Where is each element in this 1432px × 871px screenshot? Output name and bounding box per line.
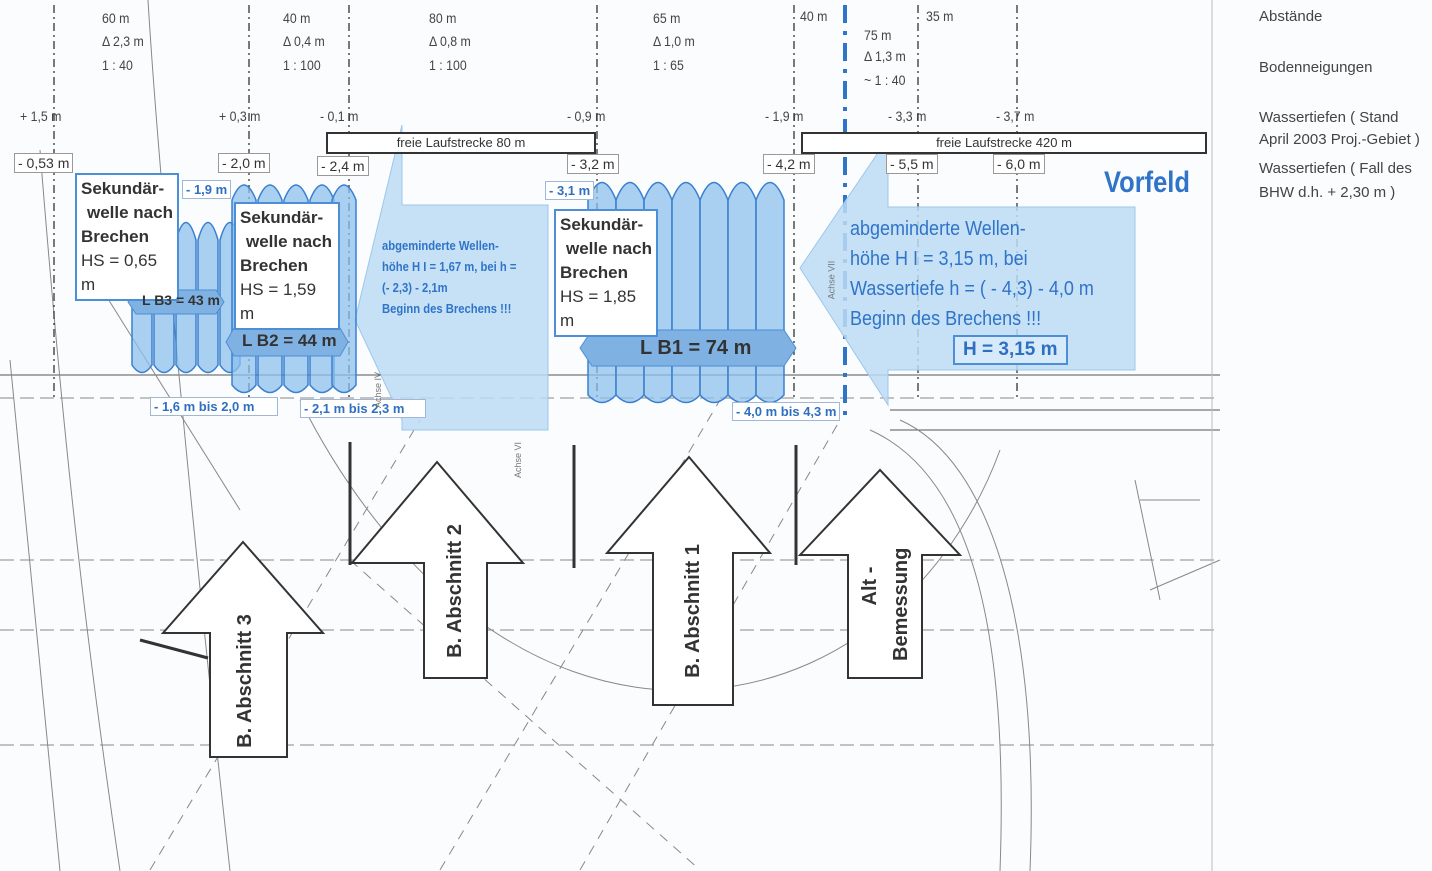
sek-line: Brechen [560, 263, 629, 282]
segment-3-distance: 80 m [429, 10, 457, 26]
legend-wassertiefen-stand-1: Wassertiefen ( Stand [1259, 109, 1399, 126]
segment-1-delta: Δ 2,3 m [102, 33, 144, 49]
secondary-wave-box-2: Sekundär- welle nach Brechen HS = 1,59 m [234, 202, 340, 330]
depth-2003: - 0,1 m [320, 108, 359, 124]
depth-bhw: - 6,0 m [993, 154, 1045, 174]
section-label-1: B. Abschnitt 1 [682, 544, 704, 678]
depth-2003: + 0,3 m [219, 108, 261, 124]
breaking-depth: - 3,1 m [545, 181, 595, 200]
depth-2003: - 0,9 m [567, 108, 606, 124]
segment-4-delta: Δ 1,0 m [653, 33, 695, 49]
legend-wassertiefen-fall-1: Wassertiefen ( Fall des [1259, 160, 1412, 177]
section-label-alt: Alt - [859, 566, 881, 606]
note-line: abgeminderte Wellen- [850, 218, 1026, 240]
section-boundary-bars [348, 442, 798, 568]
free-run-80: freie Laufstrecke 80 m [326, 132, 596, 154]
segment-1-distance: 60 m [102, 10, 130, 26]
depth-bhw: - 5,5 m [886, 154, 938, 174]
breaking-depth-range: - 4,0 m bis 4,3 m [732, 402, 840, 421]
segment-4-slope: 1 : 65 [653, 57, 684, 73]
legend-wassertiefen-fall-2: BHW d.h. + 2,30 m ) [1259, 184, 1396, 201]
segment-2-delta: Δ 0,4 m [283, 33, 325, 49]
breaking-depth-range: - 2,1 m bis 2,3 m [300, 399, 426, 418]
depth-bhw: - 2,0 m [218, 153, 270, 173]
wave-height-box: H = 3,15 m [953, 335, 1068, 365]
segment-7-distance: 35 m [926, 8, 954, 24]
section-label-bemessung: Bemessung [890, 547, 912, 661]
depth-2003: + 1,5 m [20, 108, 62, 124]
note-line: höhe H I = 1,67 m, bei h = [382, 260, 517, 274]
secondary-wave-box-1: Sekundär- welle nach Brechen HS = 1,85 m [554, 209, 658, 337]
section-arrows [160, 455, 963, 758]
depth-bhw: - 0,53 m [14, 153, 74, 173]
depth-2003: - 3,7 m [996, 108, 1035, 124]
segment-4-distance: 65 m [653, 10, 681, 26]
note-line: Beginn des Brechens !!! [850, 308, 1042, 330]
axis-label: Achse VI [513, 441, 524, 479]
segment-3-slope: 1 : 100 [429, 57, 467, 73]
segment-6-delta: Δ 1,3 m [864, 48, 906, 64]
depth-bhw: - 3,2 m [567, 154, 619, 174]
breaking-depth-range: - 1,6 m bis 2,0 m [150, 397, 278, 416]
note-line: (- 2,3) - 2,1m [382, 281, 448, 295]
segment-6-slope: ~ 1 : 40 [864, 72, 906, 88]
sek-line: Sekundär- [81, 179, 165, 198]
note-line: abgeminderte Wellen- [382, 239, 499, 253]
sek-line: welle nach [87, 203, 173, 222]
legend-abstaende: Abstände [1259, 8, 1323, 25]
secondary-wave-box-3: Sekundär- welle nach Brechen HS = 0,65 m [75, 173, 179, 301]
sek-line: Sekundär- [560, 215, 644, 234]
vorfeld-label: Vorfeld [1104, 166, 1190, 199]
note-line: höhe H I = 3,15 m, bei [850, 248, 1028, 270]
free-run-420: freie Laufstrecke 420 m [801, 132, 1207, 154]
sek-hs: HS = 0,65 m [81, 251, 158, 294]
section-label-2: B. Abschnitt 2 [444, 524, 466, 658]
axis-label: Achse IV [373, 371, 384, 409]
sek-line: welle nach [566, 239, 652, 258]
segment-6-distance: 75 m [864, 27, 892, 43]
segment-3-delta: Δ 0,8 m [429, 33, 471, 49]
segment-5-distance: 40 m [800, 8, 828, 24]
sek-line: welle nach [246, 232, 332, 251]
segment-2-slope: 1 : 100 [283, 57, 321, 73]
reduced-wave-note-small: abgeminderte Wellen- höhe H I = 1,67 m, … [382, 236, 516, 320]
map-lines [0, 0, 1221, 871]
note-line: Wassertiefe h = ( - 4,3) - 4,0 m [850, 278, 1094, 300]
note-line: Beginn des Brechens !!! [382, 302, 512, 316]
section-label-3: B. Abschnitt 3 [234, 614, 256, 748]
depth-2003: - 3,3 m [888, 108, 927, 124]
depth-bhw: - 2,4 m [317, 156, 369, 176]
breaking-length-1: L B1 = 74 m [640, 337, 752, 359]
depth-2003: - 1,9 m [765, 108, 804, 124]
sek-hs: HS = 1,59 m [240, 280, 317, 323]
depth-bhw: - 4,2 m [763, 154, 815, 174]
sek-line: Brechen [81, 227, 150, 246]
segment-1-slope: 1 : 40 [102, 57, 133, 73]
breaking-length-3: L B3 = 43 m [142, 292, 220, 308]
legend-bodenneigungen: Bodenneigungen [1259, 59, 1373, 76]
breaking-depth: - 1,9 m [182, 180, 232, 199]
breaking-length-2: L B2 = 44 m [242, 331, 337, 350]
sek-line: Sekundär- [240, 208, 324, 227]
sek-hs: HS = 1,85 m [560, 287, 637, 330]
sek-line: Brechen [240, 256, 309, 275]
axis-label: Achse VII [826, 260, 837, 300]
legend-wassertiefen-stand-2: April 2003 Proj.-Gebiet ) [1259, 131, 1420, 148]
segment-2-distance: 40 m [283, 10, 311, 26]
reduced-wave-note-large: abgeminderte Wellen- höhe H I = 3,15 m, … [850, 214, 1094, 334]
